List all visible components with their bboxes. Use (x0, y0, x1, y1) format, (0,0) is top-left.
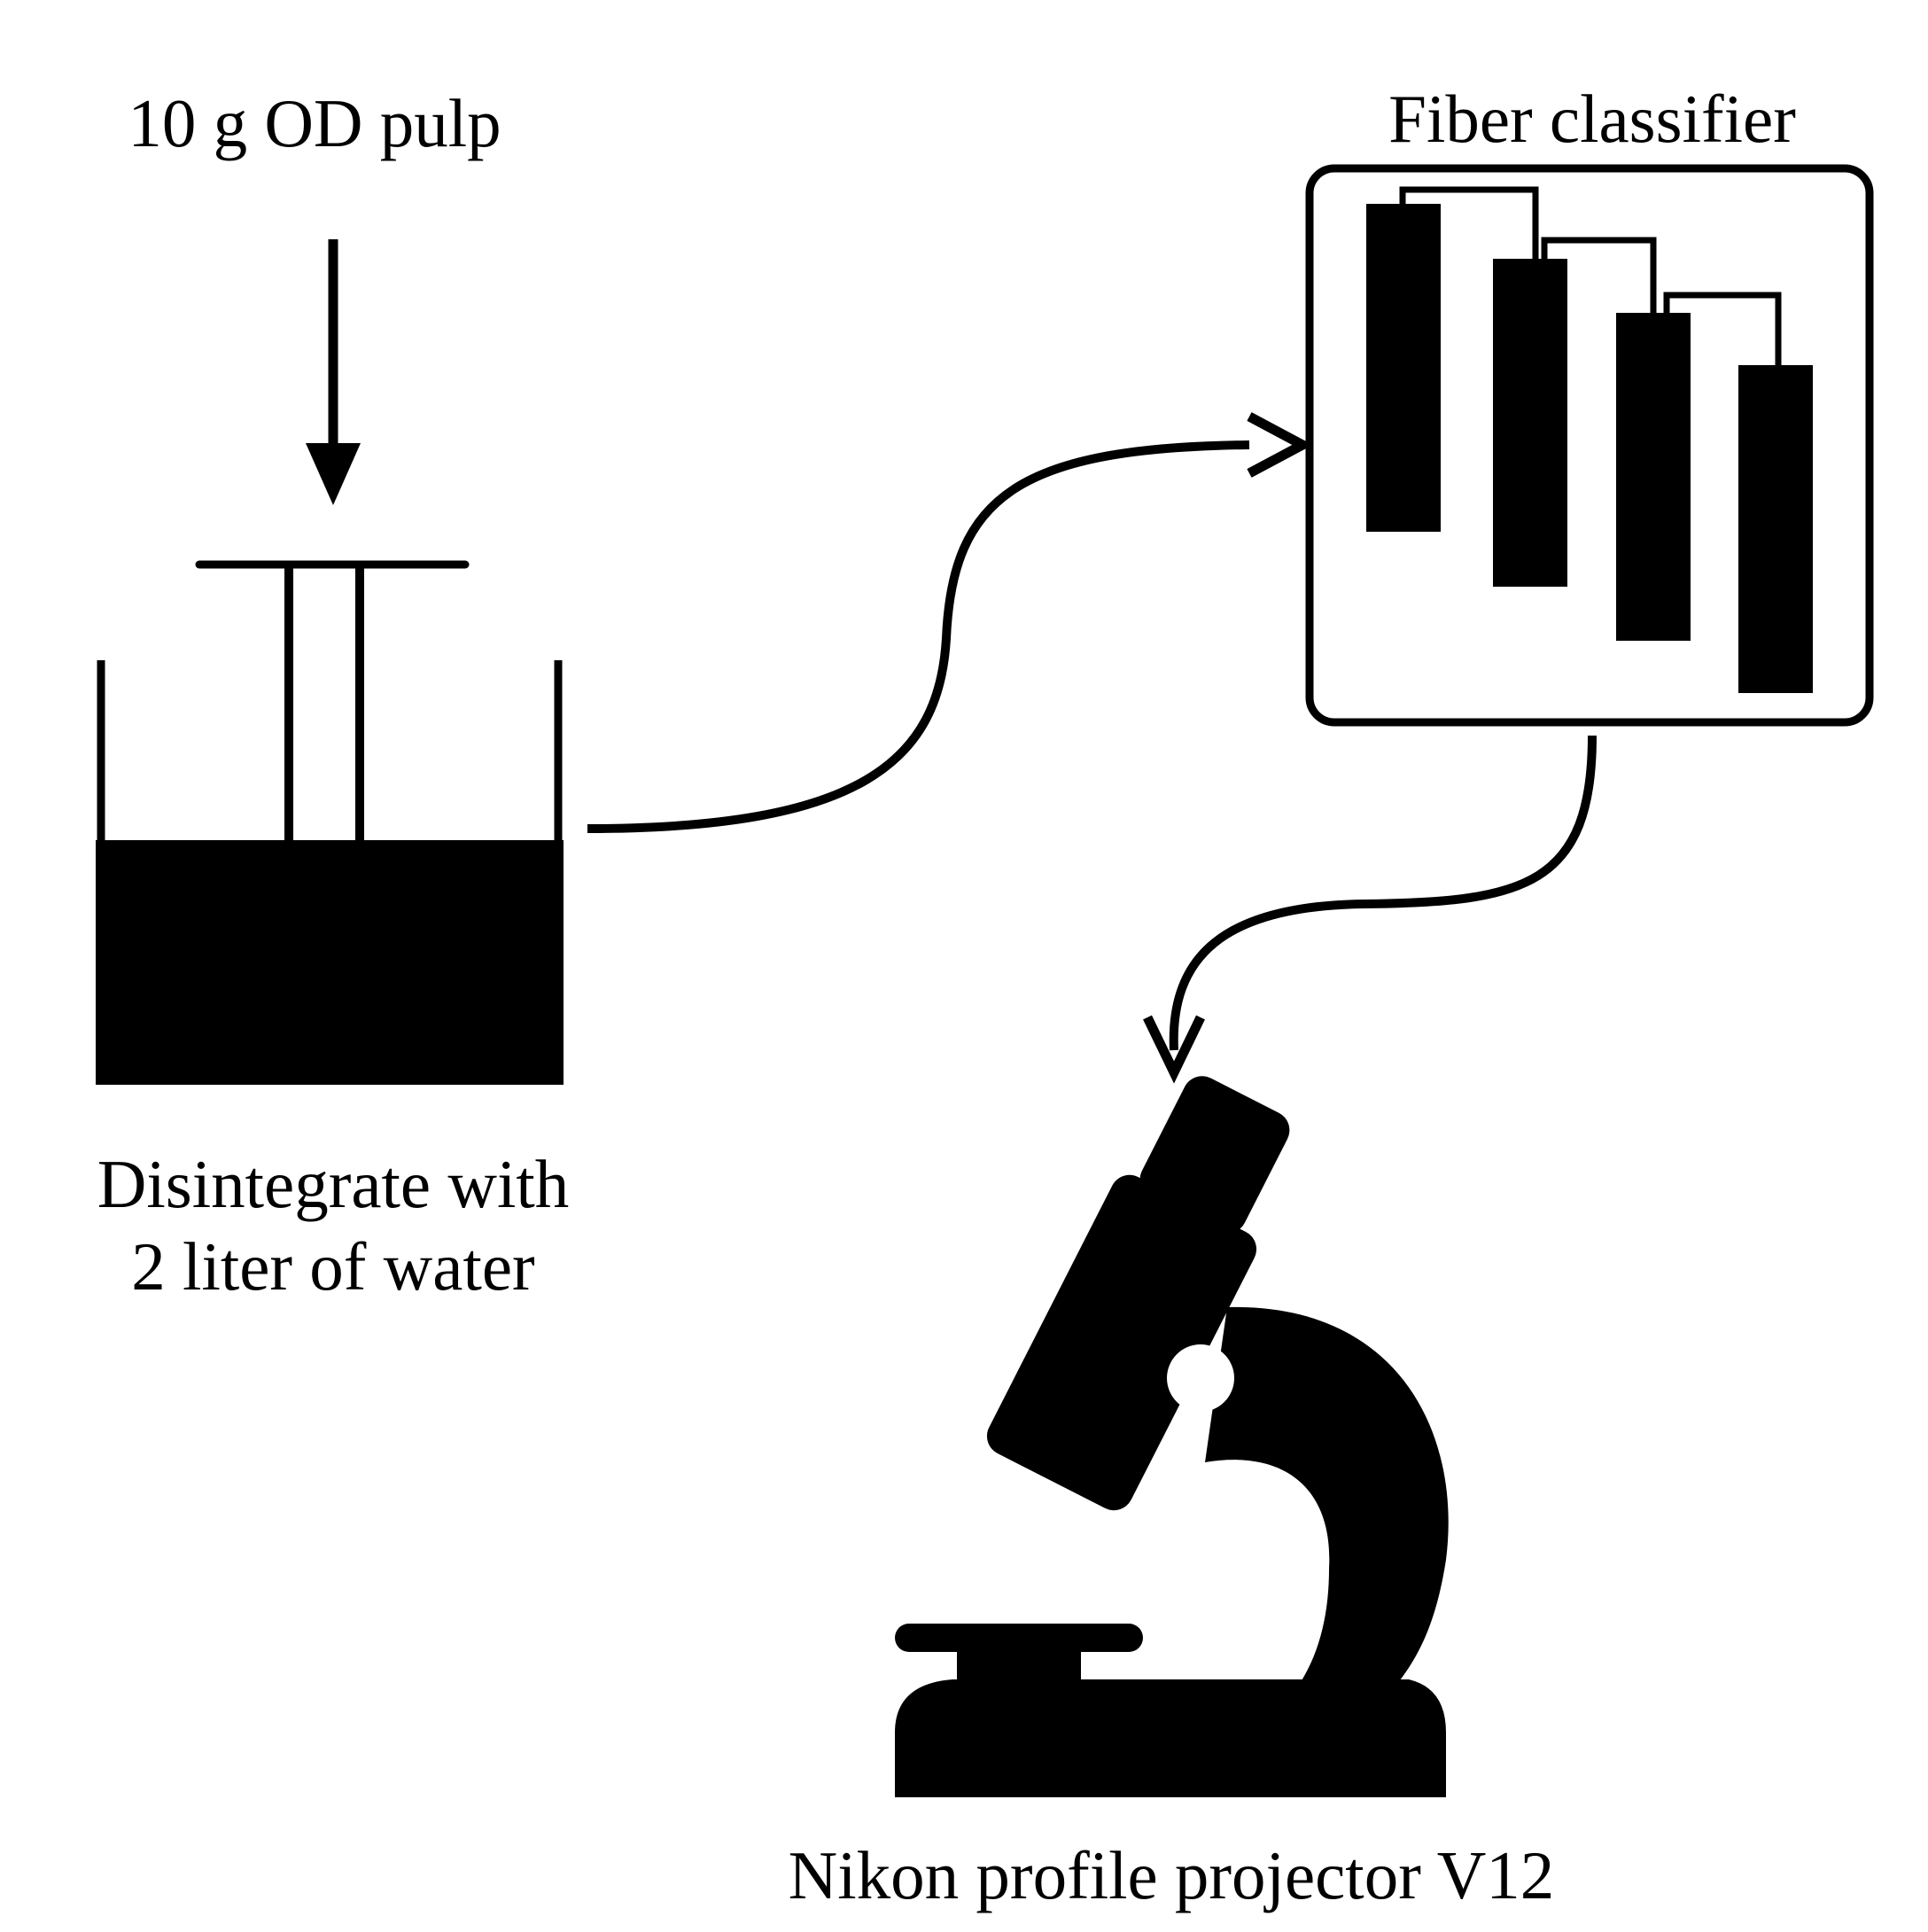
feed-arrow (306, 239, 361, 505)
flow-arrow-to-projector (1143, 735, 1597, 1084)
beaker-with-stirrer-icon (96, 560, 564, 1085)
flow-arrow-to-classifier (587, 412, 1313, 833)
projector-label: Nikon profile projector V12 (789, 1837, 1555, 1913)
input-label: 10 g OD pulp (128, 85, 501, 161)
fiber-classifier-tanks-icon (1305, 164, 1874, 727)
microscope-icon (895, 1076, 1449, 1797)
disintegrate-label-line2: 2 liter of water (131, 1228, 534, 1305)
disintegrate-label-line1: Disintegrate with (97, 1146, 569, 1222)
classifier-label: Fiber classifier (1388, 81, 1796, 157)
